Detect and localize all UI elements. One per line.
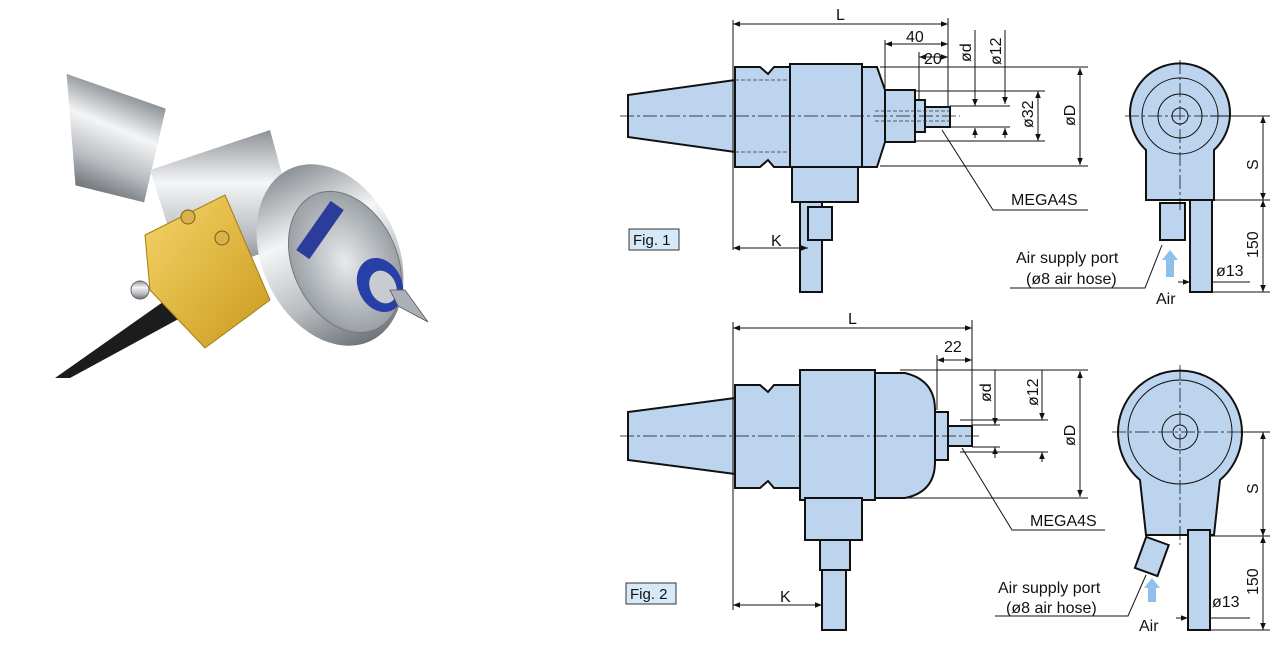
- fig2-label: Fig. 2: [630, 586, 668, 603]
- fig1-collet-label: MEGA4S: [1011, 192, 1078, 209]
- fig1-dim-d: ød: [958, 43, 975, 62]
- fig2-air: Air: [1139, 618, 1159, 635]
- fig1-dim-32: ø32: [1020, 100, 1037, 128]
- fig2-dim-D: øD: [1062, 425, 1079, 446]
- product-photo: [55, 73, 429, 378]
- fig2-dim-d: ød: [978, 383, 995, 402]
- fig1-dim-150: 150: [1245, 231, 1262, 258]
- fig1-dim-13: ø13: [1216, 263, 1244, 280]
- fig1-dim-K: K: [771, 233, 782, 250]
- fig2-dim-22: 22: [944, 339, 962, 356]
- fig2-dim-150: 150: [1245, 568, 1262, 595]
- fig1-label-box: [628, 228, 680, 251]
- fig2-air-port: Air supply port: [998, 580, 1101, 597]
- fig2-label-box: [625, 582, 677, 605]
- fig2-side-view: S 150 ø13 Air supply port (ø8 air hose) …: [995, 365, 1270, 635]
- fig2-front-view: [620, 369, 980, 631]
- fig1-front-view: [620, 63, 960, 293]
- fig1-dim-D: øD: [1062, 105, 1079, 126]
- fig2-dim-K: K: [780, 589, 791, 606]
- fig2-dim-13: ø13: [1212, 594, 1240, 611]
- fig1-label: Fig. 1: [633, 232, 671, 249]
- fig1-air-hose: (ø8 air hose): [1026, 271, 1117, 288]
- fig1-dim-20: 20: [924, 51, 942, 68]
- fig1-dim-40: 40: [906, 29, 924, 46]
- fig2-dim-L: L: [848, 311, 857, 328]
- fig1-side-view: S 150 ø13 Air supply port (ø8 air hose) …: [1010, 60, 1270, 308]
- fig1-air: Air: [1156, 291, 1176, 308]
- fig1-dimensions: L 40 20 ød ø12 ø32 øD K MEGA4S Fig. 1: [628, 7, 1088, 251]
- fig1-dim-L: L: [836, 7, 845, 24]
- fig2-dim-12: ø12: [1025, 378, 1042, 406]
- fig2-dim-S: S: [1245, 483, 1262, 494]
- fig2-air-hose: (ø8 air hose): [1006, 600, 1097, 617]
- fig1-dim-12: ø12: [988, 37, 1005, 65]
- fig1-dim-S: S: [1245, 159, 1262, 170]
- fig1-air-port: Air supply port: [1016, 250, 1119, 267]
- fig2-dimensions: L 22 ød ø12 øD K MEGA4S Fig. 2: [625, 311, 1105, 610]
- fig2-collet-label: MEGA4S: [1030, 513, 1097, 530]
